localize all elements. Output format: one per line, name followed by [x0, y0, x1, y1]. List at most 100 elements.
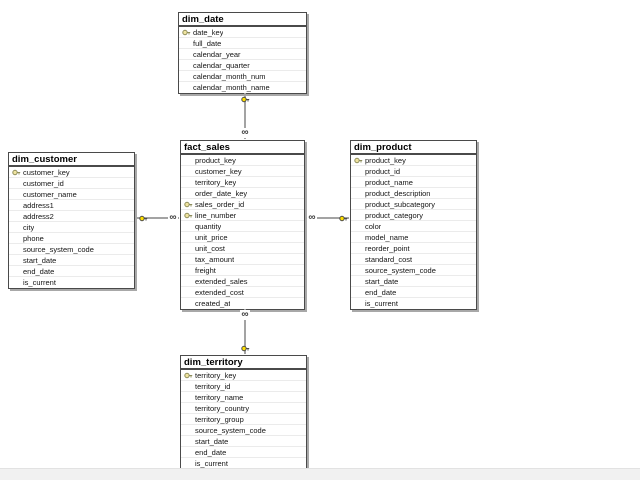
field-row: unit_cost: [181, 243, 304, 254]
pk-spacer: [179, 49, 193, 60]
field-name: customer_id: [23, 178, 64, 188]
table-title[interactable]: dim_product: [351, 141, 476, 155]
pk-spacer: [9, 255, 23, 266]
pk-spacer: [179, 82, 193, 93]
field-name: product_description: [365, 188, 431, 198]
table-title[interactable]: fact_sales: [181, 141, 304, 155]
pk-spacer: [351, 177, 365, 188]
infinity-icon: ∞: [240, 127, 250, 138]
field-row: customer_name: [9, 189, 134, 200]
key-icon: [138, 213, 148, 223]
primary-key-icon: [181, 370, 195, 381]
field-name: created_at: [195, 299, 231, 308]
table-title[interactable]: dim_date: [179, 13, 306, 27]
field-name: end_date: [195, 447, 227, 457]
pk-spacer: [181, 403, 195, 414]
field-row: source_system_code: [351, 265, 476, 276]
field-row: territory_name: [181, 392, 306, 403]
field-name: order_date_key: [195, 188, 248, 198]
pk-spacer: [181, 392, 195, 403]
field-row: territory_country: [181, 403, 306, 414]
field-name: territory_name: [195, 392, 244, 402]
pk-spacer: [179, 60, 193, 71]
primary-key-icon: [351, 155, 365, 166]
field-row: is_current: [351, 298, 476, 309]
pk-spacer: [181, 254, 195, 265]
field-row: territory_group: [181, 414, 306, 425]
primary-key-icon: [181, 199, 195, 210]
pk-spacer: [351, 254, 365, 265]
table-title[interactable]: dim_territory: [181, 356, 306, 370]
field-name: start_date: [195, 436, 229, 446]
key-icon: [240, 343, 250, 353]
pk-spacer: [351, 188, 365, 199]
pk-spacer: [179, 71, 193, 82]
field-name: is_current: [195, 459, 228, 468]
field-row: customer_key: [181, 166, 304, 177]
key-icon: [240, 94, 250, 104]
pk-spacer: [351, 166, 365, 177]
field-row: calendar_month_num: [179, 71, 306, 82]
pk-spacer: [181, 447, 195, 458]
pk-spacer: [351, 276, 365, 287]
field-row: product_name: [351, 177, 476, 188]
field-row: source_system_code: [9, 244, 134, 255]
relationship-connector-dim_territory-fact_sales[interactable]: [244, 309, 246, 354]
canvas-bottom-edge: [0, 468, 640, 480]
field-row: start_date: [181, 436, 306, 447]
infinity-icon: ∞: [168, 212, 178, 223]
pk-spacer: [181, 243, 195, 254]
pk-spacer: [351, 210, 365, 221]
field-name: is_current: [23, 278, 56, 287]
relationship-connector-dim_date-fact_sales[interactable]: [244, 93, 246, 139]
field-row: color: [351, 221, 476, 232]
pk-spacer: [181, 425, 195, 436]
field-name: product_key: [195, 155, 236, 165]
field-row: extended_cost: [181, 287, 304, 298]
relationship-connector-dim_customer-fact_sales[interactable]: [137, 217, 179, 219]
field-row: calendar_quarter: [179, 60, 306, 71]
pk-spacer: [181, 177, 195, 188]
field-name: freight: [195, 265, 216, 275]
field-name: address1: [23, 200, 54, 210]
pk-spacer: [181, 381, 195, 392]
pk-spacer: [351, 243, 365, 254]
field-row: end_date: [9, 266, 134, 277]
field-row: standard_cost: [351, 254, 476, 265]
relationship-connector-dim_product-fact_sales[interactable]: [306, 217, 349, 219]
field-name: territory_key: [195, 177, 237, 187]
field-name: unit_price: [195, 232, 228, 242]
field-row: is_current: [181, 458, 306, 469]
field-row: created_at: [181, 298, 304, 309]
table-title[interactable]: dim_customer: [9, 153, 134, 167]
field-row: territory_id: [181, 381, 306, 392]
field-name: full_date: [193, 38, 222, 48]
field-row: product_key: [351, 155, 476, 166]
infinity-icon: ∞: [307, 212, 317, 223]
field-row: territory_key: [181, 370, 306, 381]
field-name: phone: [23, 233, 44, 243]
pk-spacer: [181, 298, 195, 309]
field-row: phone: [9, 233, 134, 244]
field-name: source_system_code: [365, 265, 436, 275]
field-row: product_category: [351, 210, 476, 221]
pk-spacer: [9, 244, 23, 255]
field-row: reorder_point: [351, 243, 476, 254]
pk-spacer: [351, 232, 365, 243]
pk-spacer: [351, 287, 365, 298]
pk-spacer: [179, 38, 193, 49]
field-name: line_number: [195, 210, 237, 220]
pk-spacer: [181, 232, 195, 243]
field-name: start_date: [365, 276, 399, 286]
pk-spacer: [9, 200, 23, 211]
field-row: address2: [9, 211, 134, 222]
field-row: sales_order_id: [181, 199, 304, 210]
infinity-icon: ∞: [240, 309, 250, 320]
pk-spacer: [9, 266, 23, 277]
